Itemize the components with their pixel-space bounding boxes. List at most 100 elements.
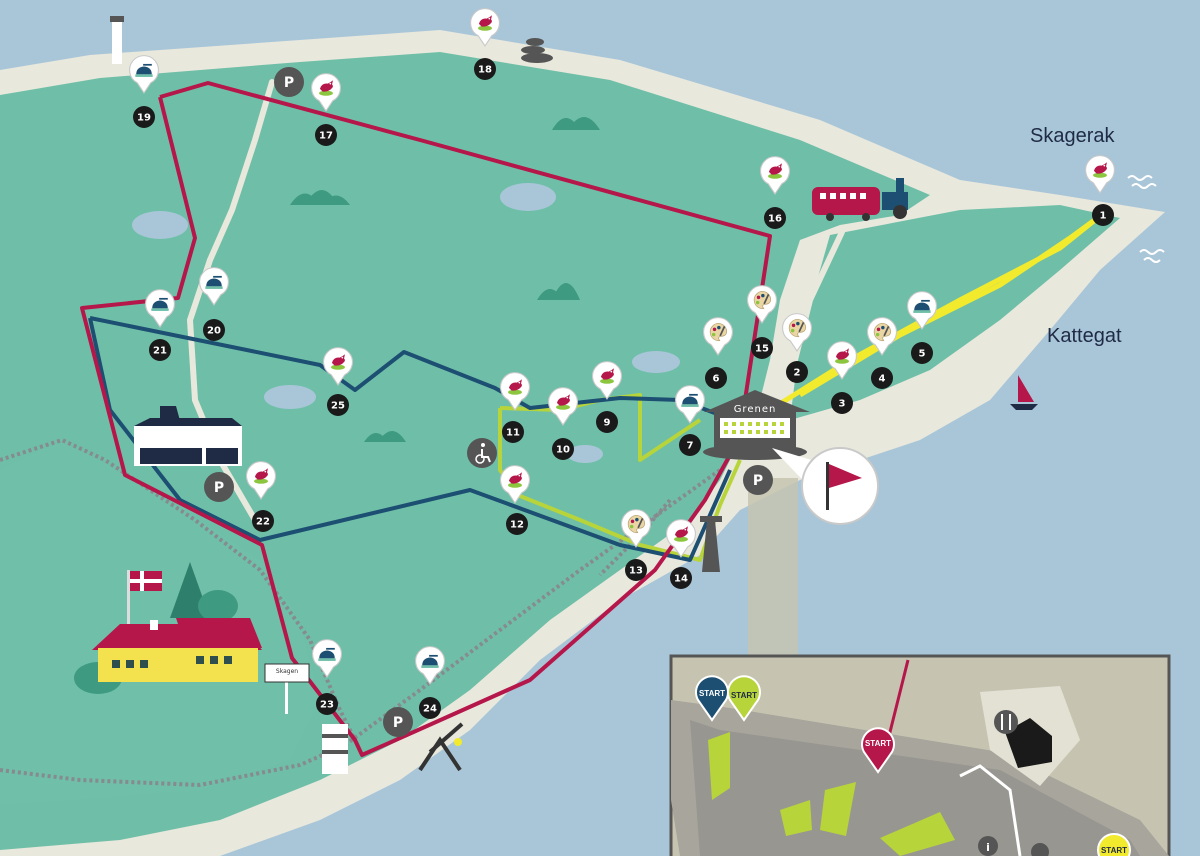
- marker-number: 1: [1100, 211, 1107, 222]
- marker-number-badge: [670, 567, 692, 589]
- marker-number: 12: [510, 520, 524, 531]
- svg-text:i: i: [986, 841, 990, 854]
- marker-number-badge: [764, 207, 786, 229]
- marker-number: 4: [879, 374, 886, 385]
- lake: [632, 351, 680, 373]
- marker-14[interactable]: 14: [665, 519, 697, 589]
- marker-19[interactable]: 19: [128, 55, 160, 128]
- marker-13[interactable]: 13: [620, 509, 652, 581]
- marker-number: 5: [919, 349, 926, 360]
- danish-flag-icon: [127, 570, 162, 630]
- marker-number: 9: [604, 418, 611, 429]
- marker-number-badge: [327, 394, 349, 416]
- marker-3[interactable]: 3: [826, 341, 858, 414]
- marker-number-badge: [149, 339, 171, 361]
- marker-number: 18: [478, 65, 492, 76]
- lake: [132, 211, 188, 239]
- marker-5[interactable]: 5: [906, 291, 938, 364]
- start-pin-red[interactable]: START: [861, 727, 895, 774]
- lighthouse-icon: [110, 16, 124, 64]
- marker-25[interactable]: 25: [322, 347, 354, 416]
- grenen-label: Grenen: [734, 404, 777, 415]
- museum-building: [134, 406, 242, 466]
- marker-number-badge: [596, 411, 618, 433]
- parking-icon[interactable]: P: [204, 472, 234, 502]
- tower-icon: [700, 516, 722, 572]
- wheelchair-icon: [467, 438, 497, 468]
- marker-number-badge: [911, 342, 933, 364]
- marker-number-badge: [705, 367, 727, 389]
- marker-number-badge: [679, 434, 701, 456]
- parking-icon[interactable]: P: [743, 465, 773, 495]
- tree-icon: [170, 562, 238, 622]
- marker-number-badge: [502, 421, 524, 443]
- start-pin-yellow[interactable]: START: [1097, 833, 1131, 856]
- marker-21[interactable]: 21: [144, 289, 176, 361]
- marker-number: 19: [137, 113, 151, 124]
- marker-number: 17: [319, 131, 333, 142]
- marker-number: 7: [687, 441, 694, 452]
- marker-24[interactable]: 24: [414, 646, 446, 719]
- marker-number: 21: [153, 346, 167, 357]
- parking-icon[interactable]: P: [383, 707, 413, 737]
- tractor-bus-icon: [812, 178, 908, 221]
- marker-22[interactable]: 22: [245, 461, 277, 532]
- crossing: [322, 724, 348, 774]
- lower-grass: [0, 440, 320, 805]
- svg-text:Skagen: Skagen: [276, 668, 298, 675]
- marker-20[interactable]: 20: [198, 267, 230, 341]
- marker-number-badge: [133, 106, 155, 128]
- svg-text:START: START: [1101, 846, 1127, 855]
- marker-number: 3: [839, 399, 846, 410]
- marker-6[interactable]: 6: [702, 317, 734, 389]
- info-icon: i: [978, 836, 998, 856]
- marker-2[interactable]: 2: [781, 313, 813, 383]
- marker-10[interactable]: 10: [547, 387, 579, 460]
- marker-number-badge: [419, 697, 441, 719]
- lake: [500, 183, 556, 211]
- marker-23[interactable]: 23: [311, 639, 343, 715]
- marker-number-badge: [1092, 204, 1114, 226]
- svg-text:P: P: [393, 715, 403, 731]
- lake: [567, 445, 603, 463]
- marker-number: 10: [556, 445, 570, 456]
- marker-11[interactable]: 11: [499, 372, 531, 443]
- marker-number-badge: [786, 361, 808, 383]
- red-flag-icon: [829, 464, 862, 488]
- marker-9[interactable]: 9: [591, 361, 623, 433]
- marker-number-badge: [506, 513, 528, 535]
- marker-1[interactable]: 1: [1084, 155, 1116, 226]
- marker-18[interactable]: 18: [469, 8, 501, 80]
- svg-text:P: P: [214, 480, 224, 496]
- marker-17[interactable]: 17: [310, 73, 342, 146]
- svg-text:START: START: [731, 691, 757, 700]
- marker-16[interactable]: 16: [759, 156, 791, 229]
- person-icon: [1031, 843, 1049, 856]
- kattegat-label: Kattegat: [1047, 325, 1122, 347]
- vippefyr-icon: [418, 722, 464, 772]
- marker-number-badge: [316, 693, 338, 715]
- marker-number: 24: [423, 704, 437, 715]
- marker-number: 2: [794, 368, 801, 379]
- skagerak-label: Skagerak: [1030, 125, 1115, 147]
- svg-text:START: START: [699, 689, 725, 698]
- lake: [264, 385, 316, 409]
- marker-number: 6: [713, 374, 720, 385]
- start-pin-green[interactable]: START: [727, 675, 761, 722]
- town-sign: Skagen: [264, 663, 310, 714]
- svg-text:P: P: [284, 75, 294, 91]
- marker-number-badge: [871, 367, 893, 389]
- marker-number: 13: [629, 566, 643, 577]
- marker-7[interactable]: 7: [674, 385, 706, 456]
- marker-number: 22: [256, 517, 270, 528]
- marker-number: 11: [506, 428, 520, 439]
- svg-text:START: START: [865, 739, 891, 748]
- marker-12[interactable]: 12: [499, 465, 531, 535]
- inset-map[interactable]: i START START START START: [669, 654, 1171, 856]
- parking-icon[interactable]: P: [274, 67, 304, 97]
- waves-icon: [1127, 175, 1165, 263]
- marker-4[interactable]: 4: [866, 317, 898, 389]
- marker-number-badge: [252, 510, 274, 532]
- marker-15[interactable]: 15: [746, 285, 778, 359]
